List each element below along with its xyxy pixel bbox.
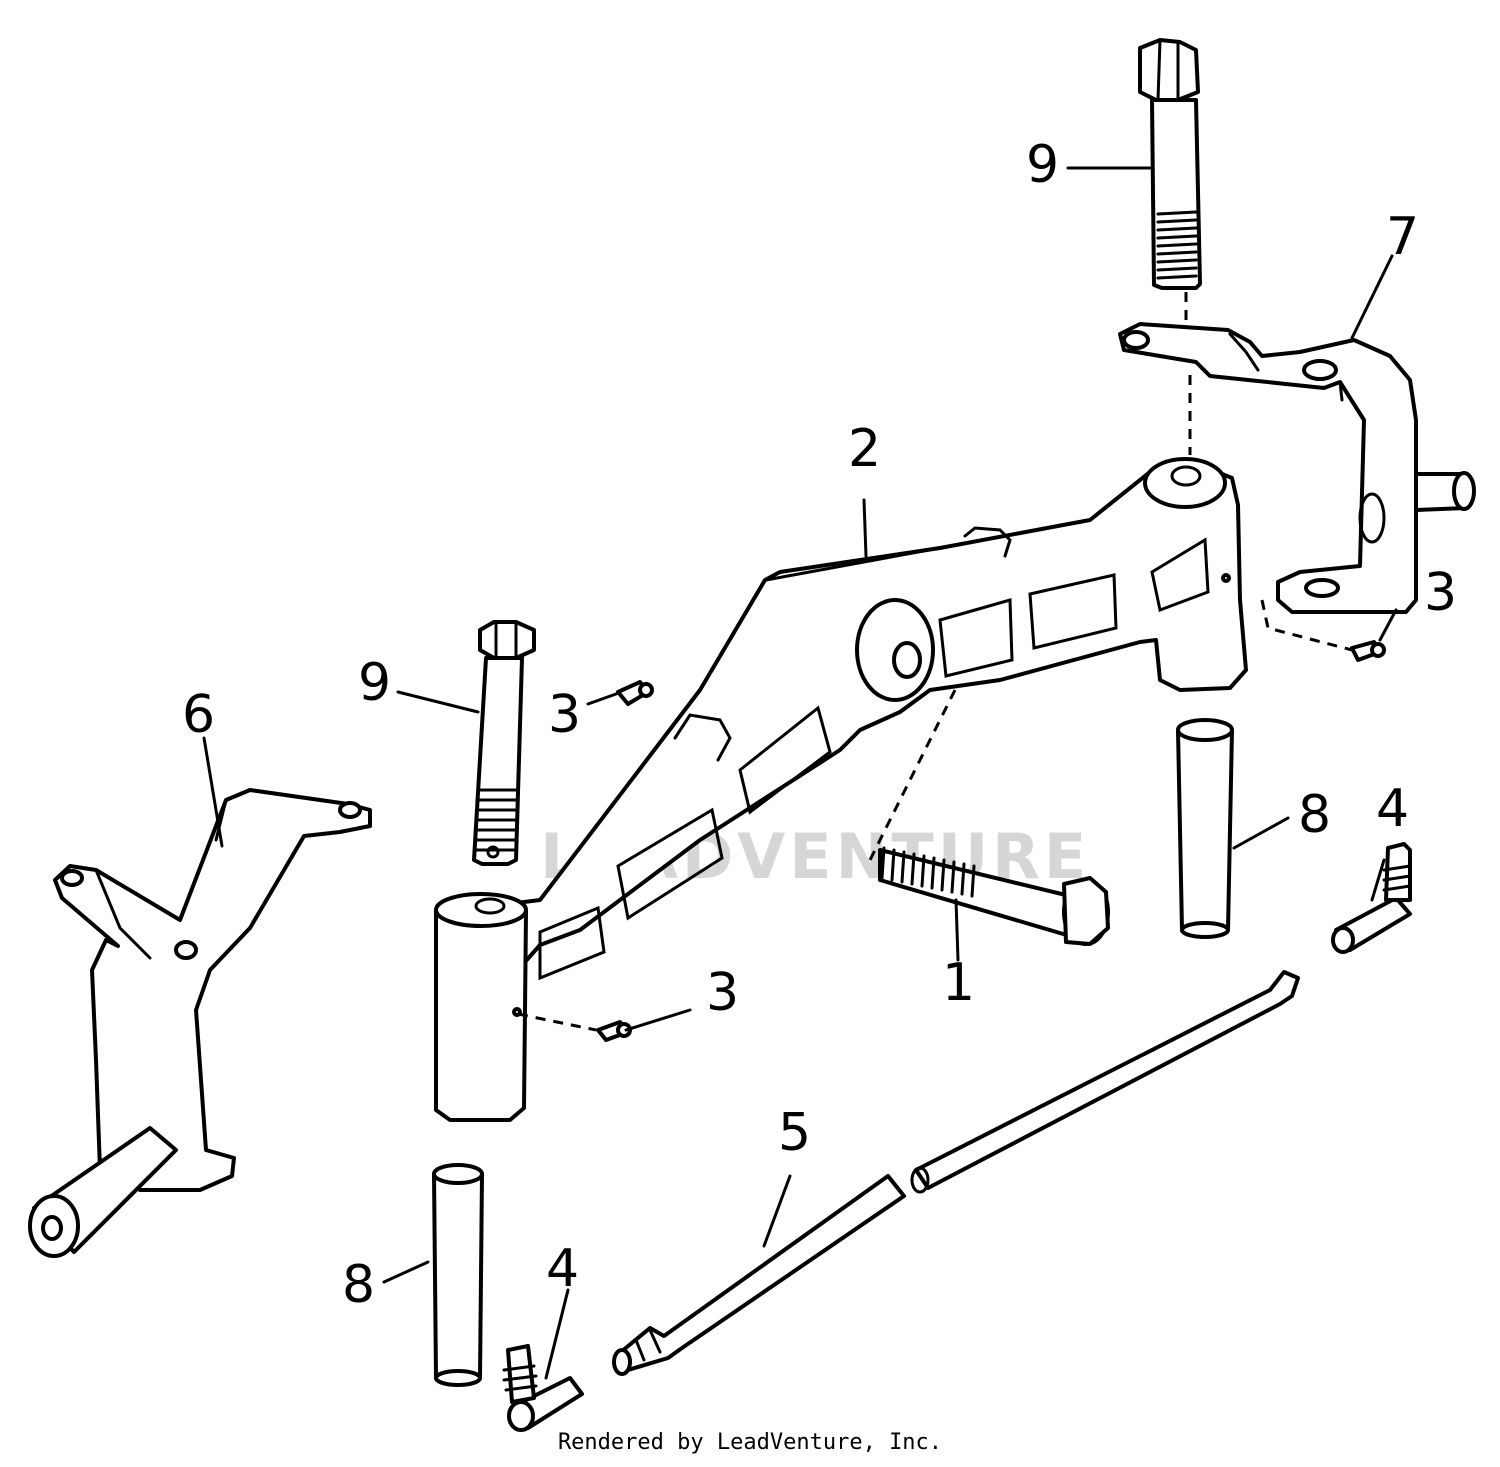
callout-3-right: 3 — [1424, 563, 1457, 623]
part-3-grease-fitting-right — [1350, 640, 1386, 662]
part-7-spindle-right — [1118, 322, 1476, 614]
callout-9-top: 9 — [1026, 135, 1059, 195]
part-1-pivot-bolt — [878, 846, 1110, 946]
callout-8-right: 8 — [1298, 785, 1331, 845]
callout-7: 7 — [1386, 207, 1419, 267]
callout-9-left: 9 — [358, 653, 391, 713]
alignment-lines — [517, 292, 1353, 1032]
part-3-grease-fitting-upper — [616, 680, 654, 706]
footer-credit: Rendered by LeadVenture, Inc. — [557, 1430, 943, 1455]
part-4-tie-rod-end-left — [502, 1344, 584, 1432]
callout-4-right: 4 — [1376, 779, 1409, 839]
part-8-bushing-left — [432, 1163, 484, 1387]
part-6-spindle-left — [28, 788, 372, 1258]
callout-5: 5 — [778, 1103, 811, 1163]
callout-1: 1 — [942, 953, 975, 1013]
callout-3-upper: 3 — [548, 685, 581, 745]
callout-2: 2 — [848, 419, 881, 479]
part-9-bolt-top — [1138, 38, 1202, 290]
callout-8-left: 8 — [342, 1255, 375, 1315]
callout-4-left: 4 — [546, 1239, 579, 1299]
callouts: 9 7 2 3 9 3 6 8 4 1 3 5 8 4 — [182, 135, 1457, 1315]
callout-3-lower: 3 — [706, 963, 739, 1023]
part-5-tie-rod — [612, 970, 1300, 1376]
part-8-bushing-right — [1176, 718, 1234, 939]
part-2-front-axle — [434, 457, 1248, 1122]
callout-6: 6 — [182, 685, 215, 745]
part-4-tie-rod-end-right — [1331, 842, 1412, 954]
part-3-grease-fitting-lower — [596, 1020, 632, 1042]
leader-lines — [202, 166, 1398, 1380]
part-9-bolt-left — [472, 620, 536, 866]
